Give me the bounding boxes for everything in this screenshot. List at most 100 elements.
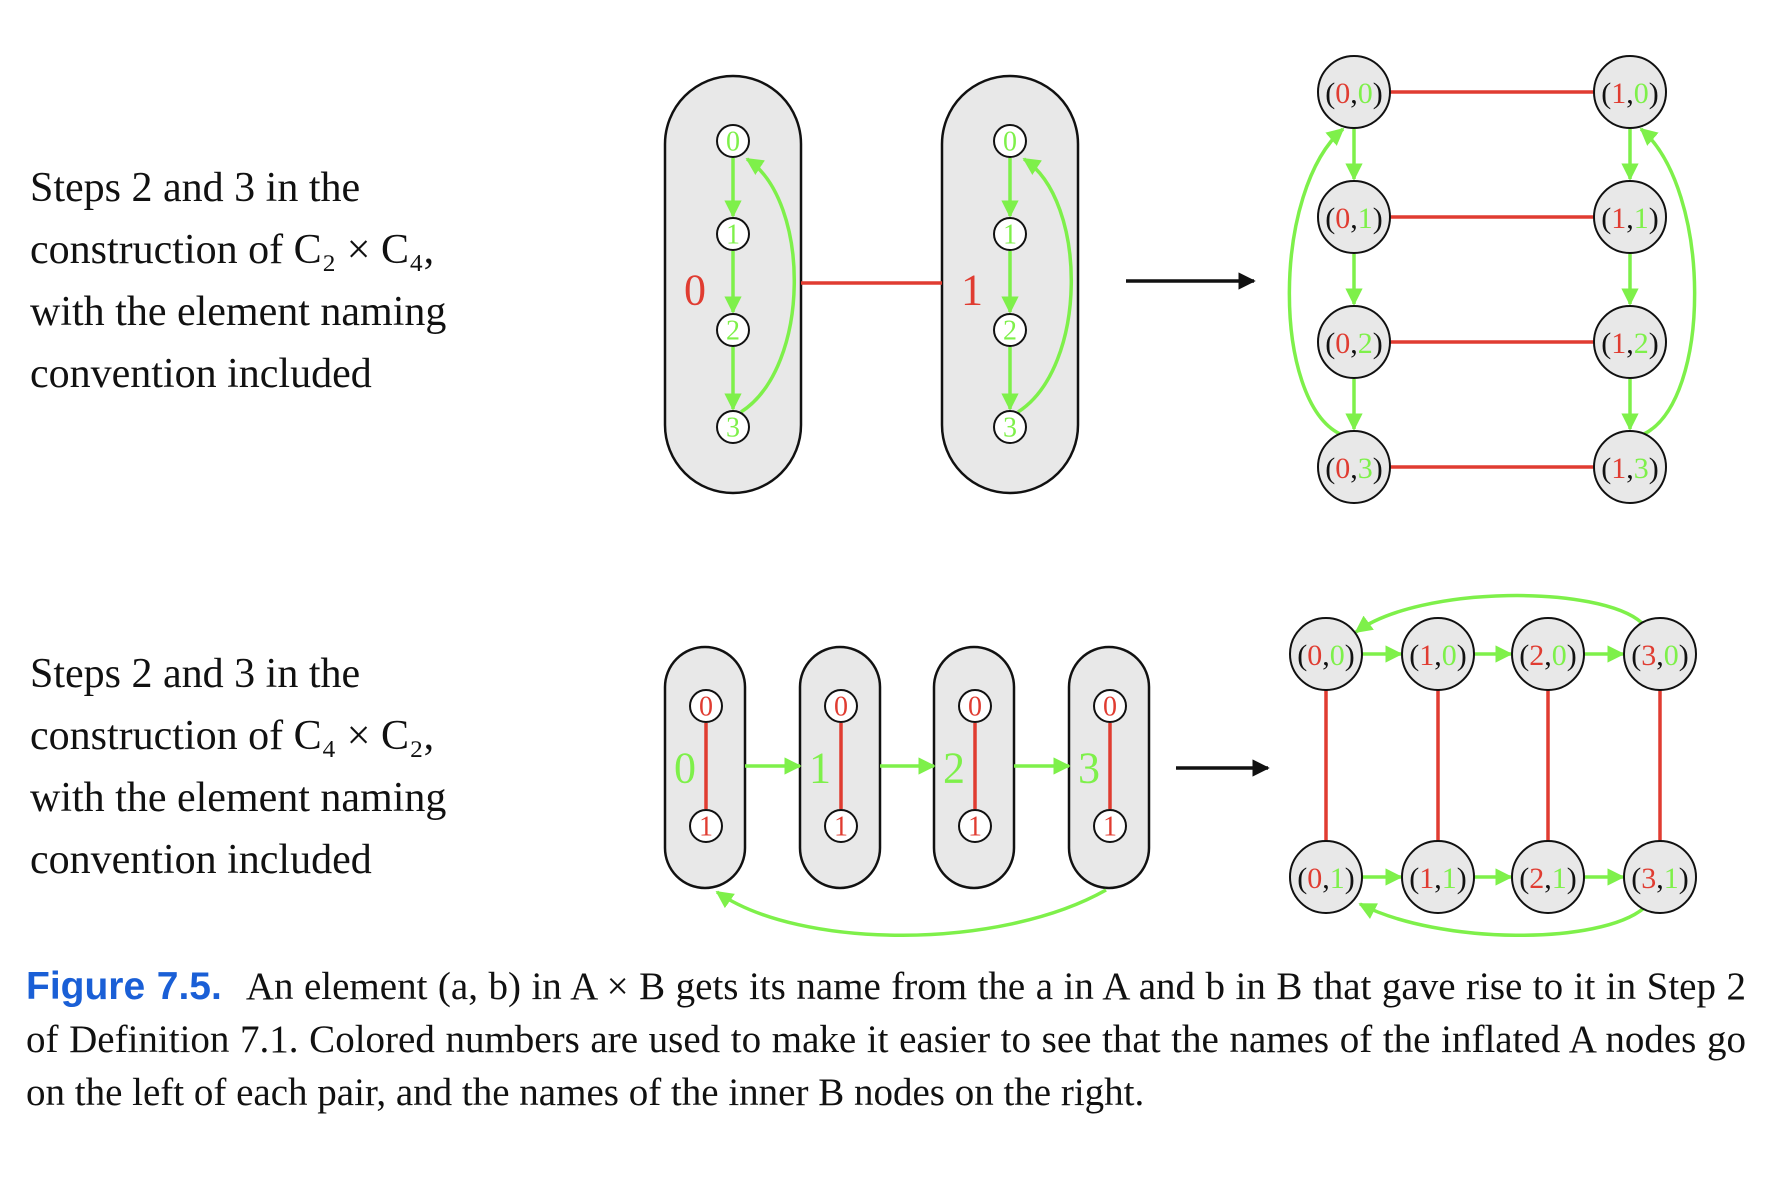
top-group-0-inner-3-circle (716, 410, 750, 444)
top-group-1-inner-1-circle (993, 217, 1027, 251)
bot-result-wrap-edge-bottom (1358, 902, 1646, 937)
top-result-node-circle (1317, 55, 1391, 129)
figure-caption: Figure 7.5.An element (a, b) in A × B ge… (26, 960, 1746, 1119)
figure-label: Figure 7.5. (26, 965, 222, 1008)
pair-part: 3 (1634, 452, 1649, 485)
pair-part: , (1544, 639, 1552, 672)
pair-part: ( (1297, 639, 1307, 672)
pair-part: , (1434, 862, 1442, 895)
top-group-1-inner-3-circle (993, 410, 1027, 444)
bottom-description-line: with the element naming (30, 775, 447, 821)
top-result-node-circle (1317, 305, 1391, 379)
diagram-edges (704, 90, 1697, 937)
bot-result-node-circle (1401, 840, 1475, 914)
top-group-1-inner-0-circle (993, 124, 1027, 158)
bot-result-node-circle (1623, 617, 1697, 691)
pair-part: 0 (1552, 639, 1567, 672)
top-group-0-inner-0-label: 0 (726, 127, 740, 158)
pair-part: 1 (1442, 862, 1457, 895)
bot-group-1-inner-0-circle (824, 689, 858, 723)
pair-part: 1 (1611, 77, 1626, 110)
top-group-1-inner-2-label: 2 (1003, 316, 1017, 347)
top-description-line: Steps 2 and 3 in the (30, 165, 361, 211)
top-result-node-label: (1,2) (1601, 327, 1659, 360)
top-result-node-label: (0,1) (1325, 202, 1383, 235)
pair-part: ) (1649, 452, 1659, 485)
pair-part: ( (1601, 77, 1611, 110)
pair-part: 0 (1307, 639, 1322, 672)
pair-part: ( (1409, 862, 1419, 895)
bot-group-wrap-edge (715, 888, 1107, 937)
top-group-0-inner-2-label: 2 (726, 316, 740, 347)
bot-group-1-inner-1-circle (824, 809, 858, 843)
top-group-0-inner-3-label: 3 (726, 413, 740, 444)
bot-result-node-circle (1511, 840, 1585, 914)
pair-part: 0 (1664, 639, 1679, 672)
top-result-node-circle (1593, 305, 1667, 379)
pair-part: 1 (1358, 202, 1373, 235)
pair-part: 0 (1335, 452, 1350, 485)
pair-part: ( (1325, 327, 1335, 360)
pair-part: ( (1631, 862, 1641, 895)
pair-part: , (1626, 202, 1634, 235)
pair-part: 2 (1529, 639, 1544, 672)
pair-part: , (1322, 639, 1330, 672)
pair-part: 1 (1664, 862, 1679, 895)
pair-part: ) (1649, 202, 1659, 235)
pair-part: 1 (1419, 862, 1434, 895)
pair-part: 1 (1552, 862, 1567, 895)
pair-part: ) (1567, 862, 1577, 895)
pair-part: ) (1373, 327, 1383, 360)
pair-part: ( (1519, 862, 1529, 895)
top-group-1-inner-2-circle (993, 313, 1027, 347)
pair-part: , (1656, 639, 1664, 672)
top-group-0-inner-1-label: 1 (726, 220, 740, 251)
pair-part: 0 (1634, 77, 1649, 110)
bot-result-wrap-edge-top (1354, 593, 1644, 634)
pair-part: 0 (1307, 862, 1322, 895)
bot-group-1-inner-1-label: 1 (834, 812, 848, 843)
bot-result-node-label: (0,0) (1297, 639, 1355, 672)
bot-result-node-label: (3,1) (1631, 862, 1689, 895)
top-description-line: convention included (30, 351, 372, 397)
pair-part: 2 (1529, 862, 1544, 895)
bot-result-node-label: (2,0) (1519, 639, 1577, 672)
bot-group-3-inner-1-circle (1093, 809, 1127, 843)
bot-group-2-inner-0-label: 0 (968, 692, 982, 723)
bottom-description-line: construction of C₄ × C₂, (30, 713, 435, 759)
pair-part: ) (1457, 639, 1467, 672)
pair-part: ( (1297, 862, 1307, 895)
top-result-node-label: (0,0) (1325, 77, 1383, 110)
bot-group-0-inner-1-label: 1 (699, 812, 713, 843)
bot-result-node-circle (1623, 840, 1697, 914)
bot-result-node-circle (1289, 840, 1363, 914)
pair-part: 1 (1611, 202, 1626, 235)
pair-part: 1 (1419, 639, 1434, 672)
pair-part: ( (1601, 452, 1611, 485)
bot-group-0-inner-1-circle (689, 809, 723, 843)
bot-group-1-label: 1 (809, 744, 831, 793)
pair-part: ( (1601, 327, 1611, 360)
pair-part: ( (1325, 77, 1335, 110)
pair-part: 1 (1330, 862, 1345, 895)
diagram-canvas: 0012310123(0,0)(0,1)(0,2)(0,3)(1,0)(1,1)… (663, 55, 1697, 937)
bot-group-0-inner-0-label: 0 (699, 692, 713, 723)
bot-result-node-circle (1511, 617, 1585, 691)
pair-part: 0 (1335, 77, 1350, 110)
pair-part: ( (1519, 639, 1529, 672)
top-description: Steps 2 and 3 in the construction of C₂ … (30, 157, 550, 405)
pair-part: 0 (1335, 327, 1350, 360)
pair-part: 3 (1641, 639, 1656, 672)
top-group-0-wrap-edge (740, 157, 796, 414)
pair-part: , (1656, 862, 1664, 895)
pair-part: ( (1325, 452, 1335, 485)
bot-result-node-label: (2,1) (1519, 862, 1577, 895)
top-group-1-inner-1-label: 1 (1003, 220, 1017, 251)
bot-result-node-circle (1401, 617, 1475, 691)
pair-part: ) (1649, 327, 1659, 360)
bot-group-3-inner-0-circle (1093, 689, 1127, 723)
pair-part: 0 (1330, 639, 1345, 672)
pair-part: , (1322, 862, 1330, 895)
bot-result-node-label: (1,0) (1409, 639, 1467, 672)
top-group-0-inner-0-circle (716, 124, 750, 158)
